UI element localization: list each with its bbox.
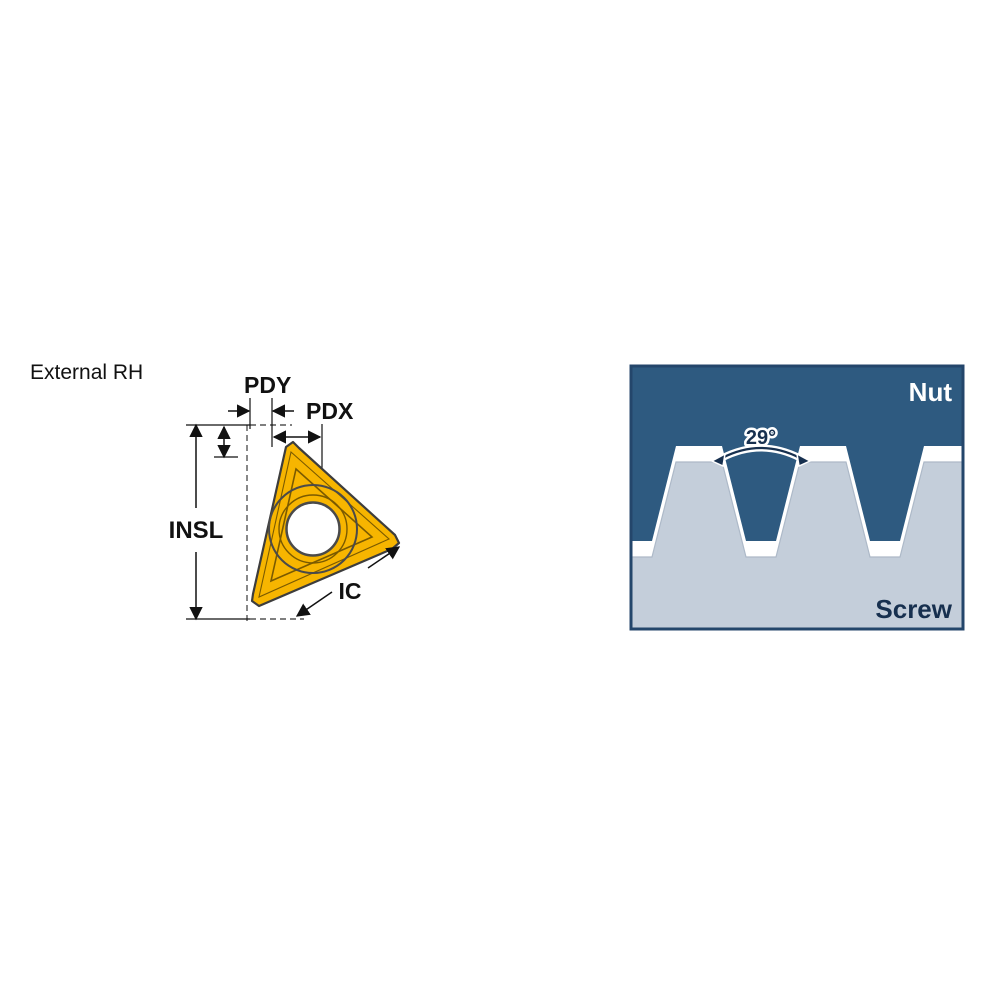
angle-arc: [721, 446, 801, 459]
angle-arrowhead-right: [796, 452, 812, 468]
insert-counterbore-circle: [268, 484, 358, 574]
angle-arrowhead-left: [710, 452, 726, 468]
insert-edge-facet-line: [258, 450, 391, 598]
ic-label: IC: [339, 578, 362, 604]
insert-diagram: External RH INSL PDY PDX IC: [30, 361, 401, 622]
thread-panel-border: [629, 364, 965, 631]
insert-chamfer-circle: [278, 494, 348, 564]
insl-label: INSL: [169, 517, 224, 544]
pdx-label: PDX: [306, 398, 354, 424]
screw-label: Screw: [875, 594, 952, 624]
nut-label: Nut: [909, 377, 953, 407]
insert-hole: [285, 501, 341, 557]
external-rh-label: External RH: [30, 361, 143, 384]
thread-diagram: 29° Nut Screw: [629, 364, 965, 631]
pdy-label: PDY: [244, 372, 291, 398]
ic-dimension-line-upper: [367, 546, 401, 569]
angle-label: 29°: [746, 427, 776, 449]
ic-dimension-line-lower: [295, 591, 333, 617]
